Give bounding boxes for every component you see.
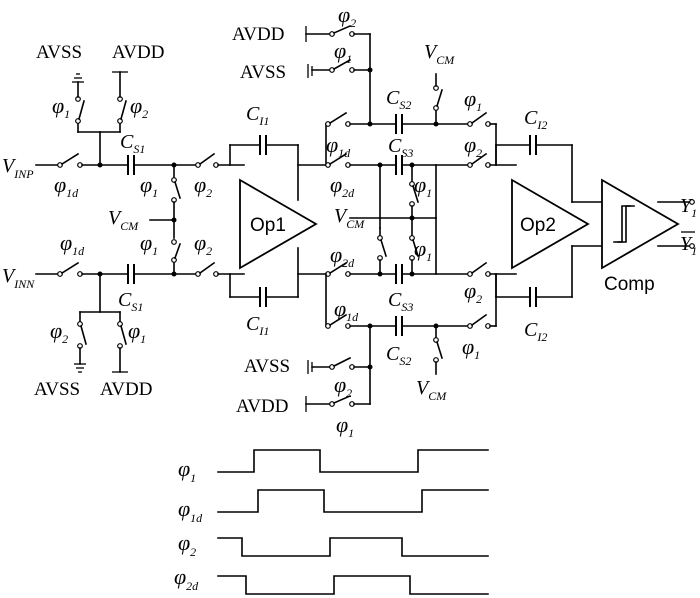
- ci2-label-bottom: CI2: [524, 319, 547, 344]
- comp-label: Comp: [604, 274, 655, 295]
- vcm-node-input: VCM: [108, 207, 177, 233]
- vinn-label: VINN: [2, 265, 35, 291]
- phi-2-label: φ2: [338, 2, 356, 30]
- ci2-label-top: CI2: [524, 107, 547, 132]
- phi-1-label: φ1: [414, 172, 432, 200]
- timing-phi-1-label: φ1: [178, 456, 196, 485]
- phi-1d-label: φ1d: [326, 132, 351, 160]
- vcm-label: VCM: [108, 207, 139, 233]
- phi-1-label: φ1: [140, 172, 158, 200]
- op1-integrator: Op1 CI1 CI1: [229, 103, 327, 338]
- phi-2d-label: φ2d: [330, 242, 355, 270]
- timing-phi-2-label: φ2: [178, 530, 196, 559]
- timing-phi-2d-label: φ2d: [174, 564, 199, 593]
- vcm-label: VCM: [424, 41, 455, 67]
- phi-1-label: φ1: [128, 318, 146, 346]
- avss-label-top: AVSS: [36, 42, 82, 63]
- op2-amplifier: [511, 178, 590, 270]
- comparator-symbol: [601, 178, 680, 270]
- phi-1d-label: φ1d: [334, 296, 359, 324]
- vcm-label: VCM: [334, 205, 365, 231]
- avdd-label-top: AVDD: [112, 42, 164, 63]
- cs3-label-top: CS3: [388, 135, 413, 160]
- timing-diagram: φ1 φ1d φ2 φ2d: [174, 449, 489, 595]
- phi-1-label: φ1: [336, 412, 354, 440]
- phi-2-label: φ2: [464, 132, 482, 160]
- phi-1d-label: φ1d: [60, 230, 85, 258]
- op2-integrator: Op2 CI2 CI2: [495, 107, 605, 344]
- phi-1-waveform: [217, 449, 489, 473]
- output-y1: Y1: [680, 195, 697, 220]
- cs2-label-top: CS2: [386, 87, 411, 112]
- op1-amplifier: [239, 178, 318, 270]
- phi-1-label: φ1: [414, 236, 432, 264]
- op2-label: Op2: [520, 215, 556, 236]
- vinp-label: VINP: [2, 155, 34, 181]
- phi-2-label: φ2: [334, 372, 352, 400]
- avss-label-bottom2: AVSS: [244, 356, 290, 377]
- avss-label-bottom: AVSS: [34, 379, 80, 400]
- cs2-label-bottom: CS2: [386, 343, 411, 368]
- avdd-label-bottom: AVDD: [100, 379, 152, 400]
- second-stage-sampling: AVDD φ2 AVSS φ1 φ1d CS2: [232, 2, 517, 440]
- phi-2-label: φ2: [50, 318, 68, 346]
- phi-1-label: φ1: [334, 38, 352, 66]
- phi-2d-label: φ2d: [330, 172, 355, 200]
- phi-2-label: φ2: [130, 93, 148, 121]
- phi-1-label: φ1: [52, 93, 70, 121]
- avdd-label-bottom2: AVDD: [236, 396, 288, 417]
- avdd-label-top2: AVDD: [232, 24, 284, 45]
- phi-1-label: φ1: [464, 86, 482, 114]
- phi-2-label: φ2: [464, 278, 482, 306]
- phi-1-label: φ1: [462, 334, 480, 362]
- phi-2-label: φ2: [194, 230, 212, 258]
- output-y1-bar: Y1: [680, 233, 697, 258]
- phi-2-waveform: [217, 537, 489, 557]
- vcm-label: VCM: [416, 377, 447, 403]
- comparator: Comp Y1 Y1: [601, 178, 697, 295]
- avss-label-top2: AVSS: [240, 62, 286, 83]
- cs3-label-bottom: CS3: [388, 289, 413, 314]
- phi-2-label: φ2: [194, 172, 212, 200]
- phi-1-label: φ1: [140, 230, 158, 258]
- ci1-label-top: CI1: [246, 103, 269, 128]
- cs1-label-bottom: CS1: [118, 289, 143, 314]
- cs1-label-top: CS1: [120, 131, 145, 156]
- phi-1d-label: φ1d: [54, 172, 79, 200]
- ci1-label-bottom: CI1: [246, 313, 269, 338]
- input-stage-bottom: VINN φ1d φ2 φ1 AVSS AVDD CS1 φ1: [2, 230, 245, 400]
- timing-phi-1d-label: φ1d: [178, 496, 203, 525]
- phi-1d-waveform: [217, 489, 489, 513]
- op1-label: Op1: [250, 215, 286, 236]
- phi-2d-waveform: [217, 575, 489, 595]
- input-stage-top: VINP φ1d φ1 φ2 AVSS AVDD CS1: [2, 42, 245, 239]
